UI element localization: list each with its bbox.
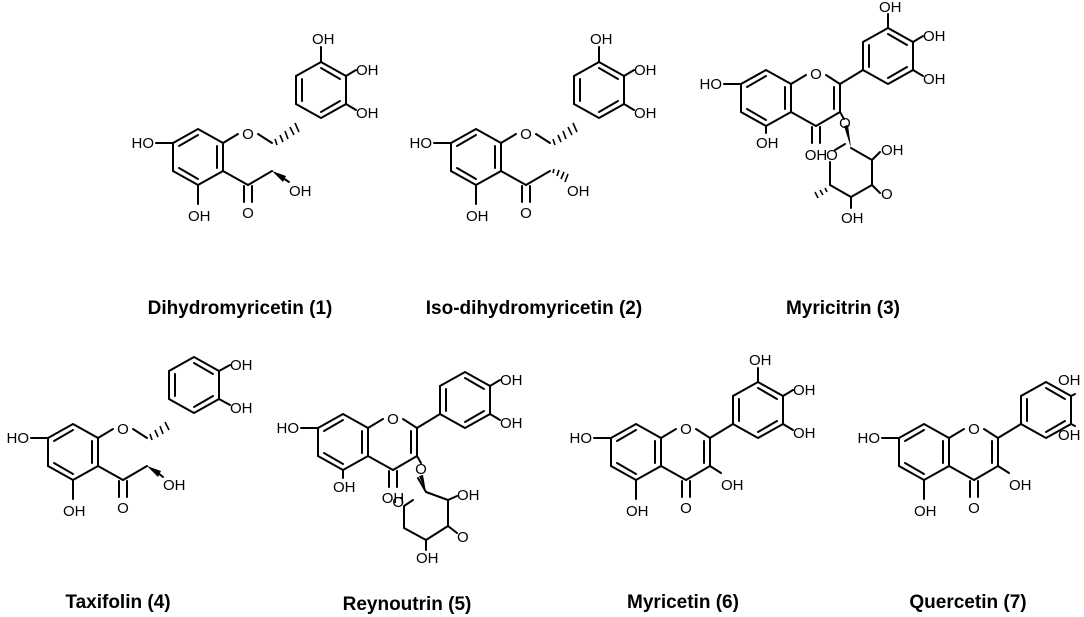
- atom-label: HO: [7, 430, 30, 447]
- atom-label: OH: [567, 183, 590, 200]
- atom-label: OH: [163, 477, 186, 494]
- atom-label: HO: [700, 76, 723, 93]
- atom-label: HO: [132, 135, 155, 152]
- atom-label: OH: [500, 372, 523, 389]
- atom-label: OH: [923, 28, 946, 45]
- atom-label: OH: [188, 208, 211, 225]
- atom-label: OH: [634, 62, 657, 79]
- atom-label: OH: [805, 147, 828, 164]
- structure-reynoutrin: O OH HO OH O O OH O OH OH OH: [277, 370, 523, 567]
- caption-quercetin: Quercetin (7): [909, 592, 1026, 613]
- atom-label: OH: [500, 415, 523, 432]
- atom-label: O: [457, 529, 469, 546]
- atom-label: O: [387, 411, 399, 428]
- atom-label: OH: [756, 135, 779, 152]
- atom-label: OH: [879, 0, 902, 16]
- structure-quercetin: O O HO OH OH OH OH: [858, 372, 1081, 520]
- atom-label: O: [415, 461, 427, 478]
- structure-dihydromyricetin: O O HO OH OH OH OH OH: [132, 31, 379, 225]
- atom-label: OH: [230, 400, 253, 417]
- atom-label: OH: [1009, 477, 1032, 494]
- atom-label: OH: [1058, 372, 1081, 389]
- caption-dihydromyricetin: Dihydromyricetin (1): [148, 298, 333, 319]
- atom-label: O: [680, 421, 692, 438]
- atom-label: OH: [793, 425, 816, 442]
- atom-label: O: [826, 147, 838, 164]
- atom-label: OH: [1058, 427, 1081, 444]
- atom-label: OH: [333, 479, 356, 496]
- atom-label: OH: [721, 477, 744, 494]
- structure-myricitrin: O OH HO OH O O OH O OH OH OH OH: [700, 0, 946, 227]
- atom-label: OH: [356, 105, 379, 122]
- atom-label: O: [881, 186, 893, 203]
- atom-label: OH: [312, 31, 335, 48]
- atom-label: O: [810, 66, 822, 83]
- atom-label: OH: [793, 382, 816, 399]
- atom-label: OH: [590, 31, 613, 48]
- caption-reynoutrin: Reynoutrin (5): [343, 594, 472, 615]
- atom-label: O: [968, 421, 980, 438]
- atom-label: O: [117, 500, 129, 517]
- atom-label: OH: [457, 487, 480, 504]
- caption-taxifolin: Taxifolin (4): [65, 592, 170, 613]
- atom-label: HO: [277, 420, 300, 437]
- atom-label: O: [117, 421, 129, 438]
- atom-label: OH: [634, 105, 657, 122]
- atom-label: OH: [914, 503, 937, 520]
- caption-iso-dihydromyricetin: Iso-dihydromyricetin (2): [426, 298, 642, 319]
- atom-label: O: [680, 500, 692, 517]
- atom-label: OH: [466, 208, 489, 225]
- atom-label: OH: [416, 550, 439, 567]
- atom-label: HO: [410, 135, 433, 152]
- atom-label: OH: [749, 352, 772, 369]
- atom-label: OH: [289, 183, 312, 200]
- atom-label: OH: [230, 357, 253, 374]
- atom-label: O: [968, 500, 980, 517]
- atom-label: HO: [858, 430, 881, 447]
- atom-label: O: [392, 494, 404, 511]
- atom-label: HO: [570, 430, 593, 447]
- atom-label: OH: [841, 210, 864, 227]
- caption-myricitrin: Myricitrin (3): [786, 298, 900, 319]
- atom-label: O: [520, 126, 532, 143]
- structure-iso-dihydromyricetin: O O HO OH OH OH OH OH: [410, 31, 657, 225]
- atom-label: OH: [63, 503, 86, 520]
- atom-label: OH: [356, 62, 379, 79]
- atom-label: OH: [881, 142, 904, 159]
- structure-taxifolin: O O HO OH OH OH OH: [7, 355, 253, 520]
- caption-myricetin: Myricetin (6): [627, 592, 739, 613]
- atom-label: O: [242, 205, 254, 222]
- atom-label: OH: [382, 490, 405, 507]
- atom-label: OH: [923, 71, 946, 88]
- structure-myricetin: O O HO OH OH OH OH OH: [570, 352, 816, 520]
- atom-label: OH: [626, 503, 649, 520]
- atom-label: O: [242, 126, 254, 143]
- atom-label: O: [839, 115, 851, 132]
- atom-label: O: [520, 205, 532, 222]
